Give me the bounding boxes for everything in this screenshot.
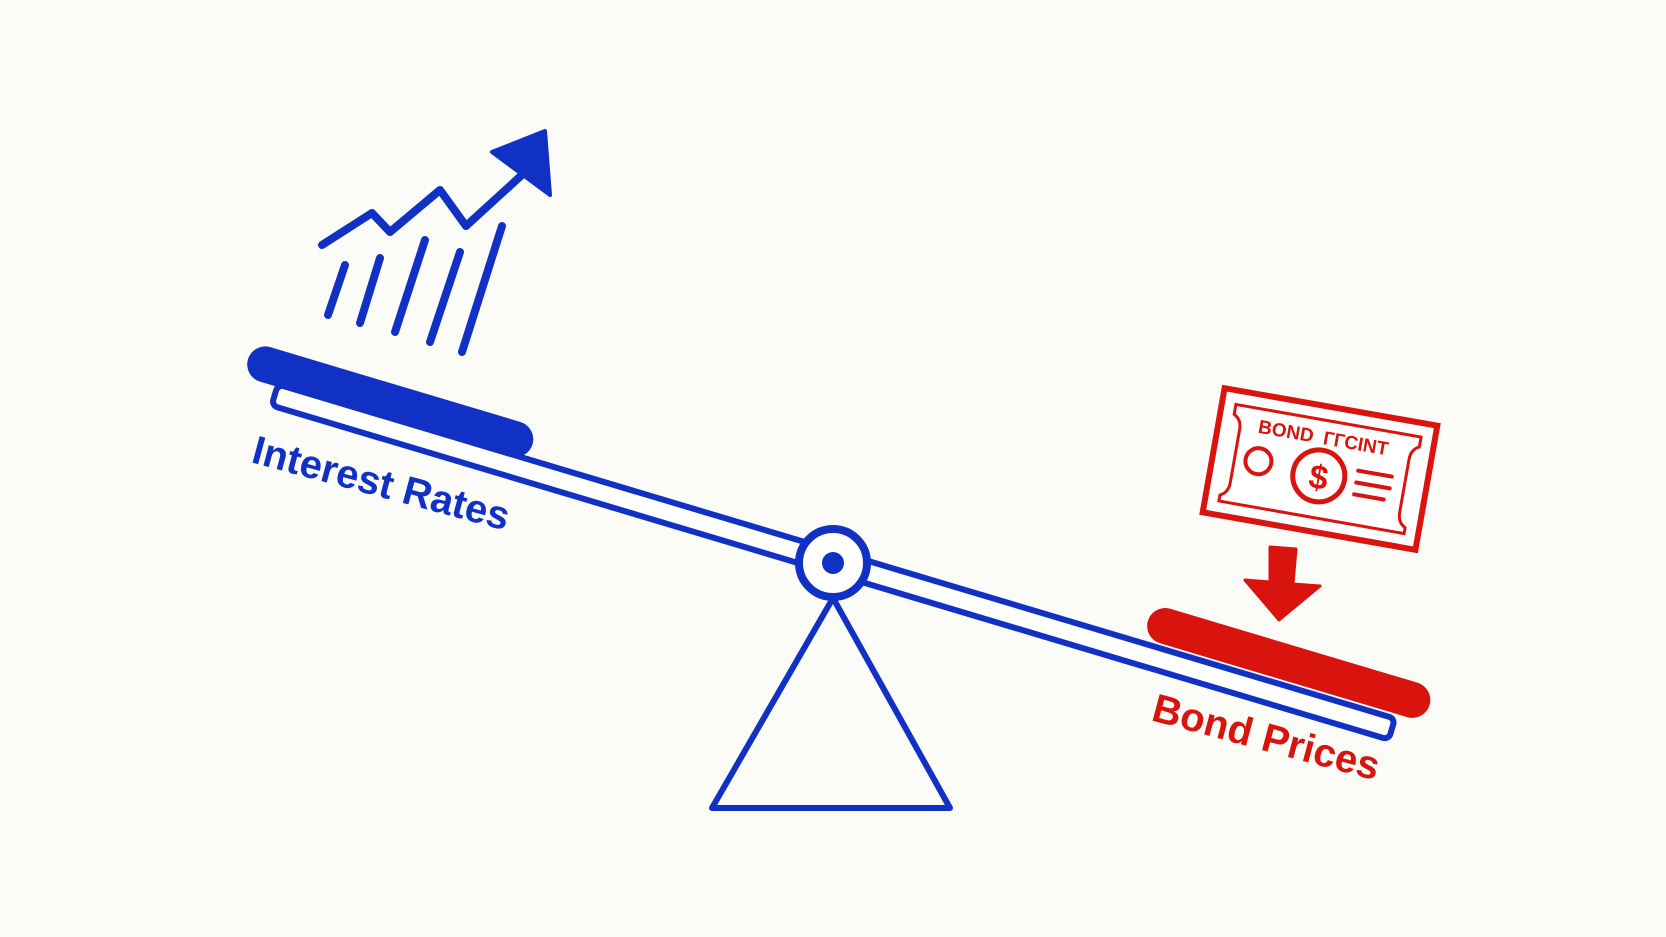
left-pad bbox=[247, 346, 534, 458]
pivot-icon bbox=[795, 525, 871, 601]
bond-seal-left-icon bbox=[1243, 446, 1274, 477]
fulcrum-triangle bbox=[709, 595, 953, 811]
rising-chart-icon bbox=[318, 129, 552, 356]
dollar-coin-icon bbox=[1290, 447, 1348, 505]
bond-certificate-icon: BOND ГГСINT $ bbox=[1199, 384, 1441, 554]
right-pad bbox=[1147, 607, 1431, 718]
down-arrow-icon bbox=[1243, 545, 1322, 622]
